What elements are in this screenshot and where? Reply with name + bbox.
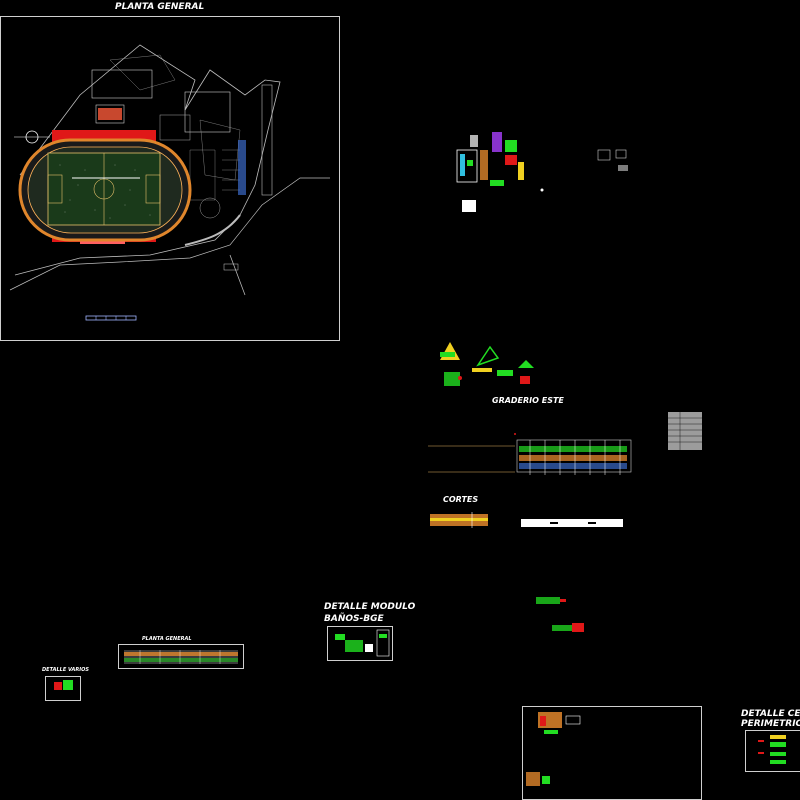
detalle-cerco-frame bbox=[745, 730, 800, 772]
detalle-varios-title: DETALLE VARIOS bbox=[42, 667, 89, 673]
detalle-cerco-title-line1: DETALLE CERCO bbox=[741, 709, 800, 719]
cortes-sections bbox=[430, 512, 623, 528]
detalle-modulo-title-line2: BAÑOS-BGE bbox=[324, 614, 384, 624]
detail-cluster-mid bbox=[440, 342, 534, 386]
detalle-modulo-drawing bbox=[335, 629, 390, 657]
detail-cluster-top bbox=[456, 132, 628, 212]
planta-general-frame bbox=[0, 16, 340, 341]
planta-general-small-title: PLANTA GENERAL bbox=[142, 636, 192, 642]
detalle-varios-drawing bbox=[54, 680, 73, 690]
graderio-este-title: GRADERIO ESTE bbox=[492, 396, 564, 405]
site-plan bbox=[9, 44, 330, 321]
planta-general-title: PLANTA GENERAL bbox=[115, 2, 205, 12]
detalle-modulo-frame bbox=[327, 626, 393, 661]
detalle-modulo-title-line1: DETALLE MODULO bbox=[324, 602, 416, 612]
graderio-este-elevation bbox=[428, 412, 702, 475]
planta-general-small-drawing bbox=[124, 650, 238, 664]
detalle-cerco-drawing bbox=[758, 735, 786, 764]
cortes-title: CORTES bbox=[443, 495, 479, 504]
detalle-cerco-title-line2: PERIMETRICO bbox=[741, 719, 800, 729]
detalle-varios-frame bbox=[45, 676, 81, 701]
detalle-lower-right-drawing bbox=[526, 712, 581, 786]
planta-general-small-frame bbox=[118, 644, 244, 669]
detail-cluster-lower bbox=[536, 597, 584, 632]
